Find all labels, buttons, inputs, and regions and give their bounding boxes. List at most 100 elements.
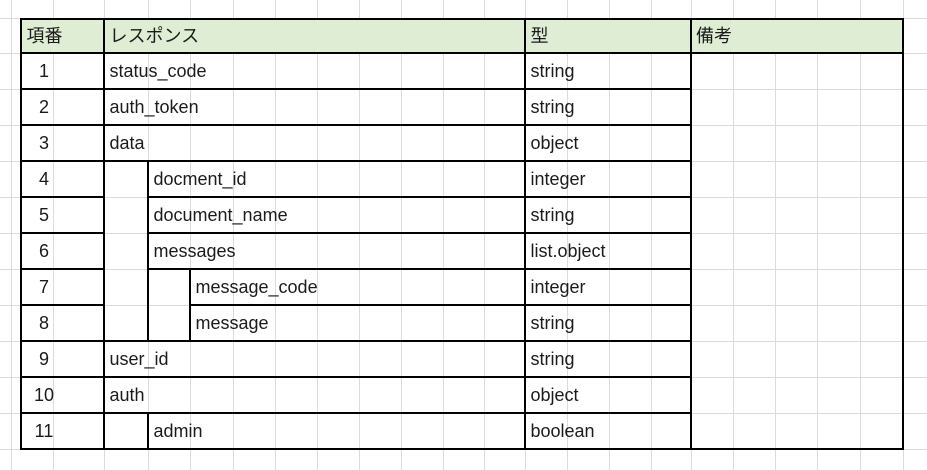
border-segment-horizontal [103, 412, 692, 414]
header-cell-type[interactable] [525, 19, 691, 53]
gridline-vertical [274, 0, 276, 470]
border-segment-horizontal [103, 160, 692, 162]
cell-type[interactable]: string [530, 97, 575, 117]
gridline-vertical [52, 0, 54, 470]
cell-item-no[interactable]: 11 [34, 421, 54, 441]
header-label-note: 備考 [696, 26, 732, 46]
border-segment-horizontal [103, 88, 692, 90]
gridline-vertical [859, 0, 861, 470]
header-cell-note[interactable] [691, 19, 903, 53]
border-segment-horizontal [20, 340, 105, 342]
cell-response-name[interactable]: message_code [195, 277, 318, 297]
cell-item-no[interactable]: 3 [38, 133, 49, 153]
cell-type[interactable]: string [530, 61, 575, 81]
cell-type[interactable]: string [530, 313, 575, 333]
cell-type[interactable]: string [530, 205, 575, 225]
cell-type[interactable]: boolean [530, 421, 595, 441]
cell-response-name[interactable]: document_name [153, 205, 288, 225]
border-segment-horizontal [147, 268, 692, 270]
gridline-vertical [232, 0, 234, 470]
cell-type[interactable]: list.object [530, 241, 606, 261]
border-segment-horizontal [20, 18, 904, 20]
border-segment-horizontal [20, 88, 105, 90]
cell-item-no[interactable]: 8 [38, 313, 49, 333]
border-segment-horizontal [20, 160, 105, 162]
border-segment-vertical [147, 304, 149, 342]
cell-response-name[interactable]: docment_id [153, 169, 247, 189]
gridline-vertical [358, 0, 360, 470]
border-segment-vertical [902, 18, 904, 450]
gridline-vertical [816, 0, 818, 470]
border-segment-horizontal [189, 304, 692, 306]
border-segment-horizontal [103, 340, 692, 342]
border-segment-vertical [103, 18, 105, 450]
border-segment-horizontal [20, 376, 105, 378]
cell-note[interactable] [691, 305, 903, 341]
border-segment-vertical [147, 268, 149, 306]
cell-note[interactable] [691, 377, 903, 413]
border-segment-vertical [189, 268, 191, 306]
border-segment-vertical [147, 196, 149, 234]
cell-item-no[interactable]: 5 [38, 205, 49, 225]
border-segment-vertical [524, 18, 526, 450]
cell-note[interactable] [691, 89, 903, 125]
border-segment-vertical [147, 160, 149, 198]
border-segment-horizontal [20, 412, 105, 414]
gridline-vertical [10, 0, 12, 470]
cell-item-no[interactable]: 1 [38, 61, 49, 81]
border-segment-horizontal [20, 124, 105, 126]
cell-response-name[interactable]: admin [153, 421, 203, 441]
cell-note[interactable] [691, 197, 903, 233]
cell-response-name[interactable]: status_code [109, 61, 207, 81]
gridline-vertical [774, 0, 776, 470]
cell-type[interactable]: integer [530, 169, 586, 189]
cell-note[interactable] [691, 233, 903, 269]
gridline-vertical [442, 0, 444, 470]
cell-type[interactable]: object [530, 133, 579, 153]
cell-type[interactable]: string [530, 349, 575, 369]
gridline-vertical [566, 0, 568, 470]
cell-note[interactable] [691, 161, 903, 197]
border-segment-horizontal [20, 232, 105, 234]
gridline-vertical [483, 0, 485, 470]
cell-response-name[interactable]: auth [109, 385, 145, 405]
cell-note[interactable] [691, 125, 903, 161]
gridline-vertical [316, 0, 318, 470]
cell-response-name[interactable]: data [109, 133, 145, 153]
cell-item-no[interactable]: 10 [33, 385, 55, 405]
header-label-type: 型 [530, 26, 549, 46]
border-segment-vertical [189, 304, 191, 342]
header-cell-item-no[interactable] [21, 19, 104, 53]
cell-item-no[interactable]: 2 [38, 97, 49, 117]
gridline-vertical [189, 0, 191, 470]
cell-item-no[interactable]: 7 [38, 277, 49, 297]
border-segment-vertical [690, 18, 692, 450]
border-segment-vertical [147, 412, 149, 450]
header-cell-response[interactable] [104, 19, 525, 53]
border-segment-horizontal [20, 268, 105, 270]
cell-type[interactable]: integer [530, 277, 586, 297]
cell-item-no[interactable]: 9 [38, 349, 49, 369]
border-segment-vertical [20, 18, 22, 450]
border-segment-horizontal [103, 376, 692, 378]
cell-item-no[interactable]: 6 [38, 241, 49, 261]
border-segment-horizontal [147, 196, 692, 198]
gridline-vertical [650, 0, 652, 470]
border-segment-horizontal [20, 196, 105, 198]
cell-response-name[interactable]: auth_token [109, 97, 199, 117]
cell-note[interactable] [691, 53, 903, 89]
cell-note[interactable] [691, 341, 903, 377]
border-segment-horizontal [103, 124, 692, 126]
cell-response-name[interactable]: messages [153, 241, 236, 261]
border-segment-vertical [147, 232, 149, 270]
gridline-vertical [732, 0, 734, 470]
cell-note[interactable] [691, 269, 903, 305]
border-segment-horizontal [20, 448, 904, 450]
cell-type[interactable]: object [530, 385, 579, 405]
cell-response-name[interactable]: user_id [109, 349, 169, 369]
cell-item-no[interactable]: 4 [38, 169, 49, 189]
gridline-vertical [608, 0, 610, 470]
border-segment-horizontal [20, 304, 105, 306]
cell-note[interactable] [691, 413, 903, 449]
cell-response-name[interactable]: message [195, 313, 269, 333]
